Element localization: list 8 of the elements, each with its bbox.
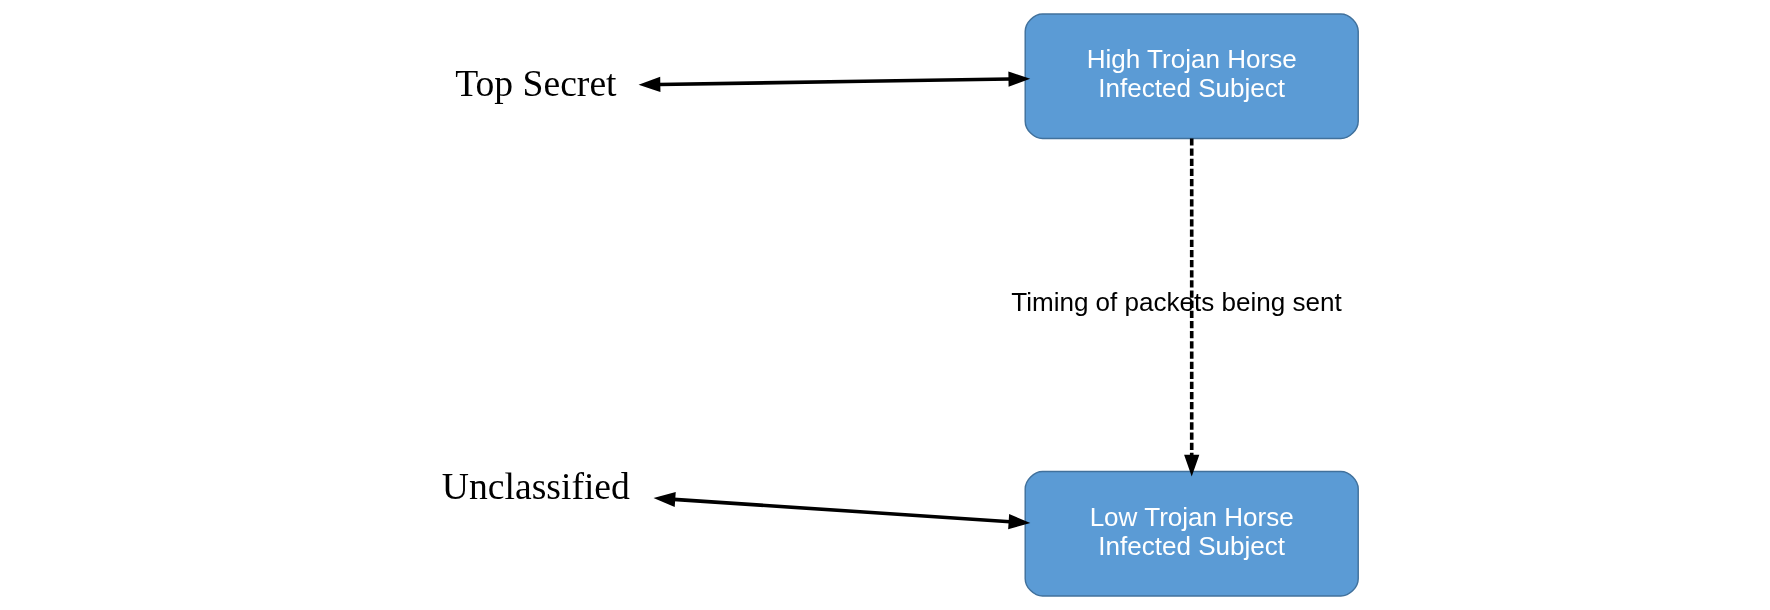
arrow [638, 71, 1030, 93]
arrow [653, 491, 1030, 530]
node-text: Top Secret [454, 61, 617, 104]
node-text: Unclassified [441, 465, 630, 508]
node-box: High Trojan Horse Infected Subject [1024, 13, 1359, 140]
node-box: Low Trojan Horse Infected Subject [1024, 470, 1359, 597]
edge-label: Timing of packets being sent [1010, 287, 1342, 318]
arrow [1183, 138, 1199, 477]
